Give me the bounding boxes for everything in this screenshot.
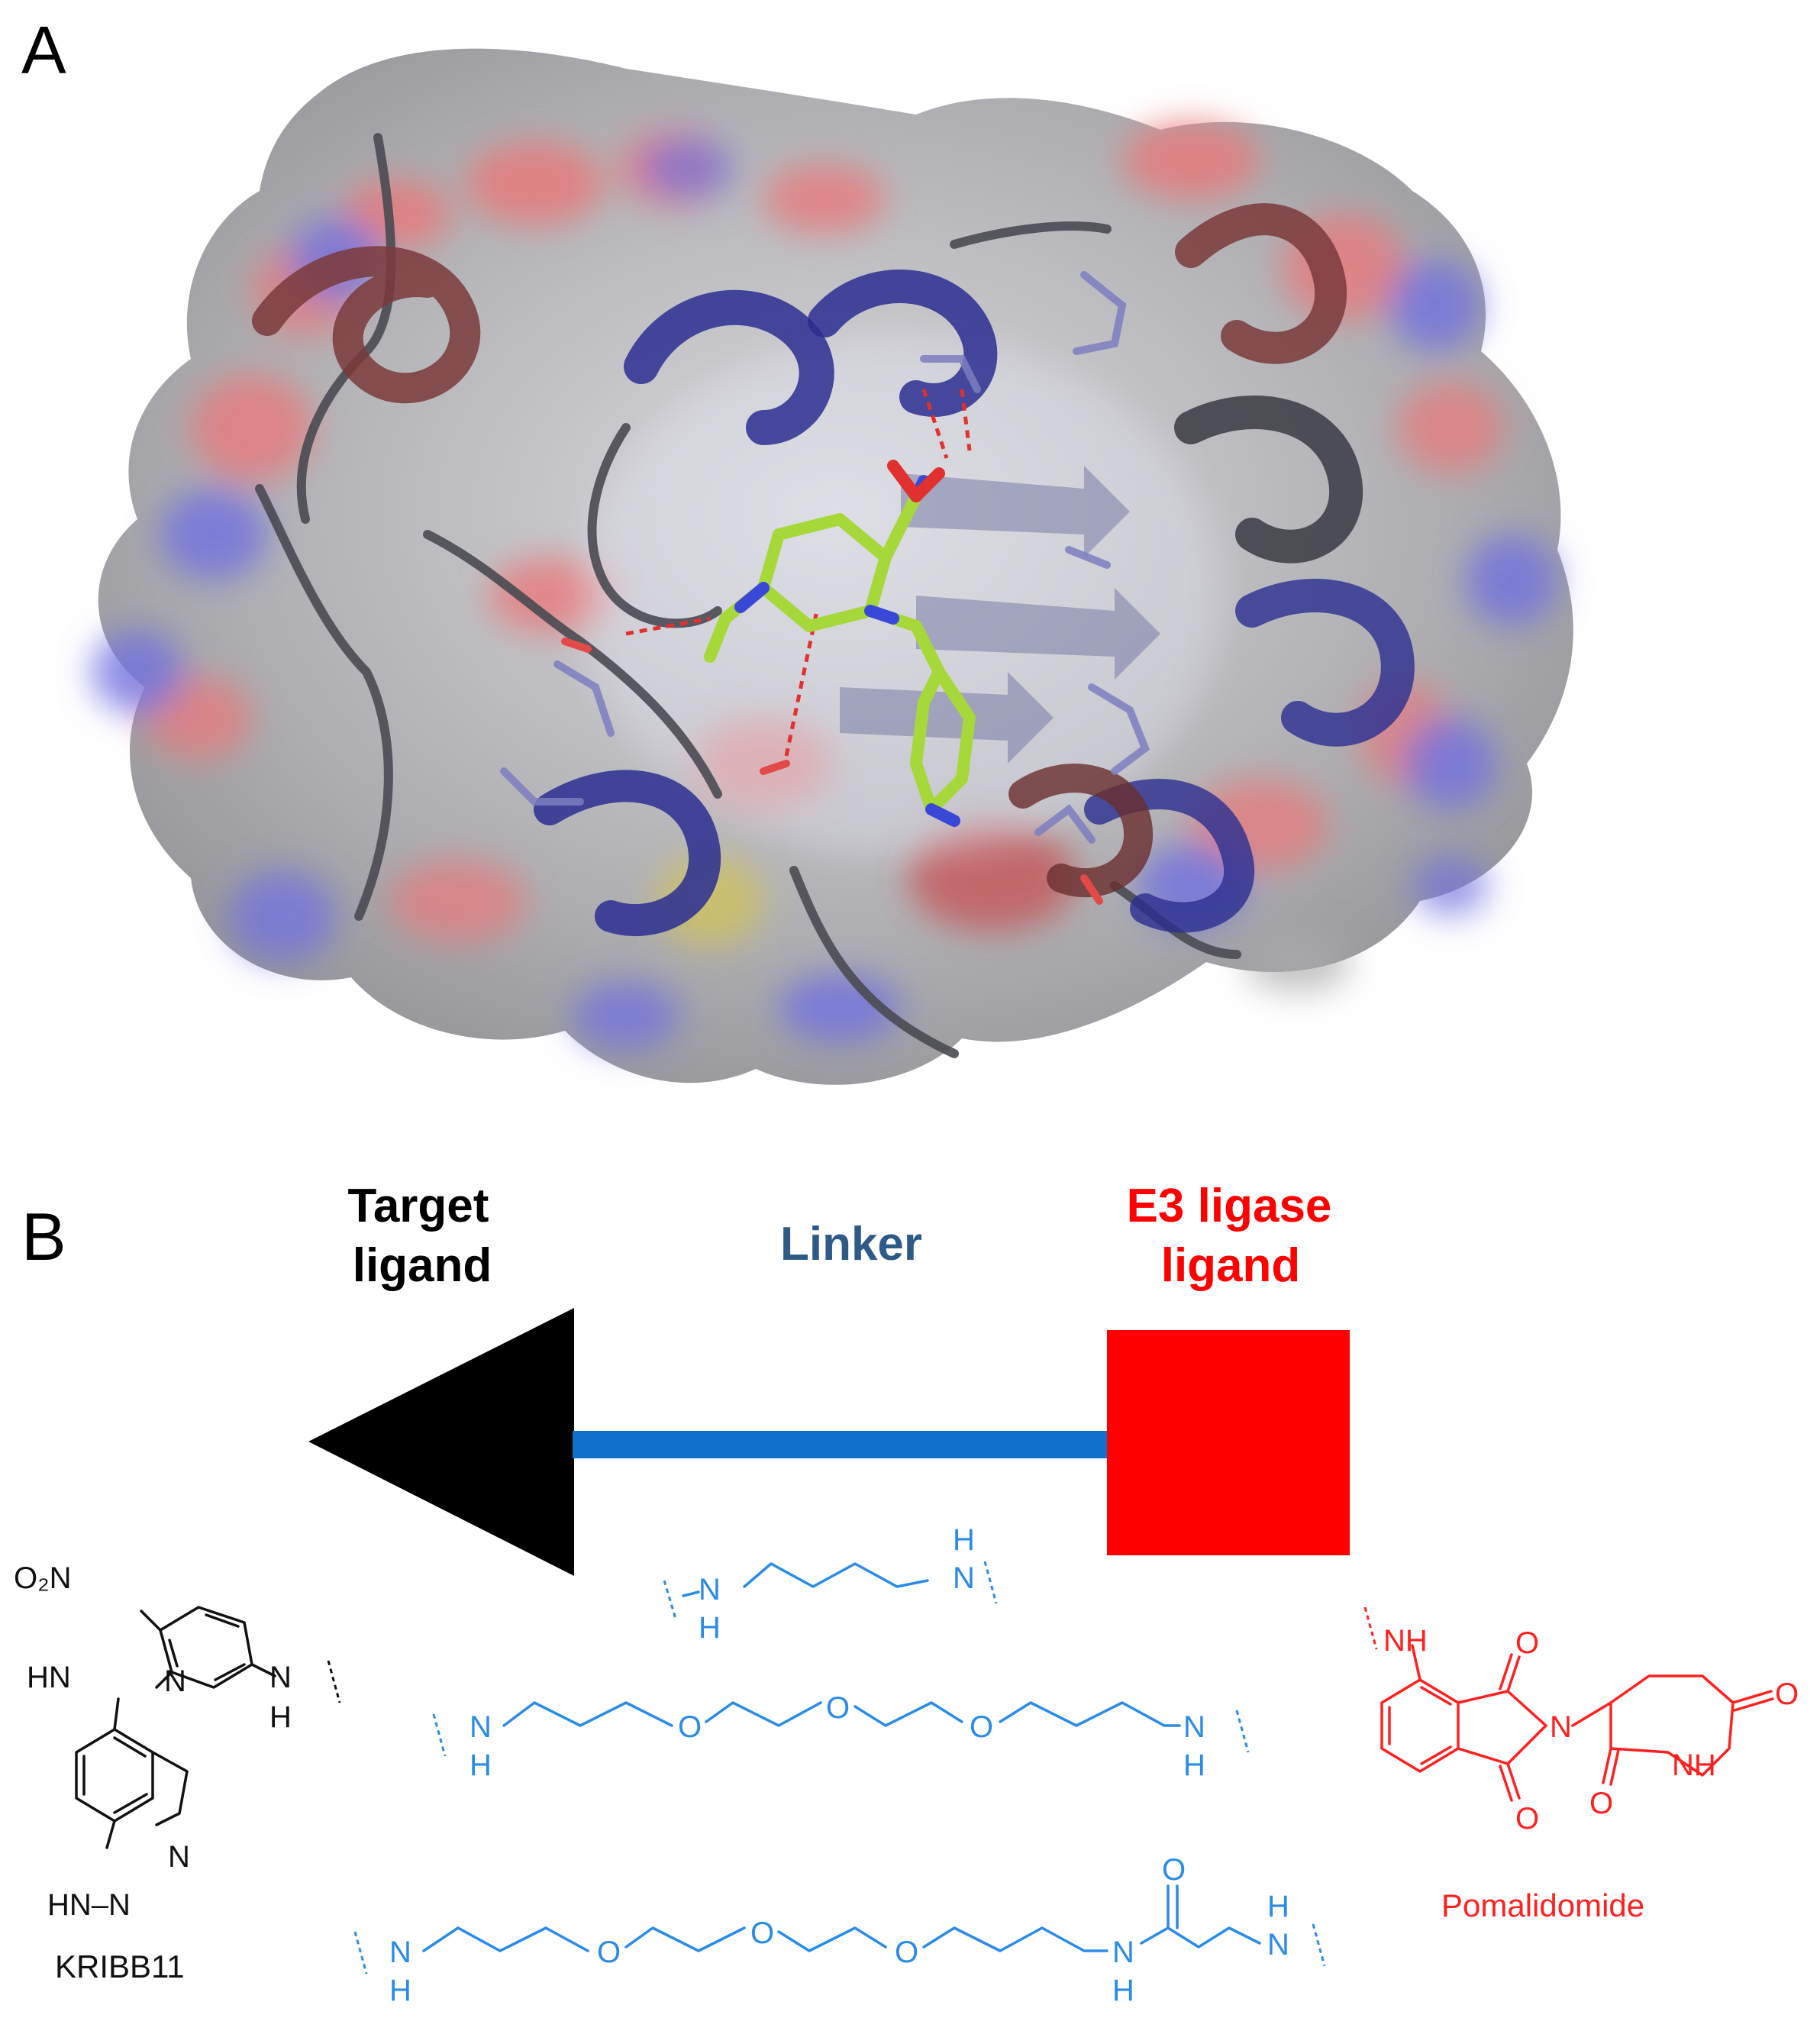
linker-2-o-2: O	[826, 1691, 850, 1725]
pomalidomide-o-right: O	[1775, 1677, 1799, 1711]
linker-structure-2: N H O O O N H	[432, 1691, 1250, 1782]
side-chain-oxygens	[561, 638, 1103, 905]
e3-ligand-title-line1: E3 ligase	[1127, 1180, 1332, 1232]
kribb11-hn: HN	[27, 1661, 71, 1694]
kribb11-amine-h: H	[269, 1700, 292, 1734]
linker-3-n-right: N	[1267, 1928, 1289, 1962]
linker-title: Linker	[780, 1218, 922, 1271]
side-chains	[500, 271, 1150, 844]
kribb11-ring-n: N	[164, 1665, 186, 1698]
linker-2-n-right: N	[1183, 1710, 1205, 1744]
pomalidomide-ring-o: O	[1589, 1787, 1613, 1820]
kribb11-amine-n: N	[269, 1661, 292, 1694]
binding-pocket	[580, 336, 1221, 855]
target-ligand-triangle	[308, 1308, 574, 1576]
linker-1-n-left: N	[699, 1573, 721, 1606]
linker-3-o-1: O	[597, 1936, 621, 1969]
linker-2-o-1: O	[678, 1710, 702, 1744]
kribb11-structure: O₂N HN N N H HN–N N KRIBB11	[14, 1561, 341, 1984]
linker-3-amide-h: H	[1112, 1974, 1134, 2007]
linker-2-n-left: N	[470, 1710, 492, 1744]
linker-structure-1: N H N H	[663, 1523, 998, 1645]
panel-b-label: B	[21, 1199, 66, 1274]
pomalidomide-structure: NH O N O O NH O Pomalidomide	[1363, 1606, 1799, 1923]
hydrogen-bonds	[625, 389, 972, 757]
linker-3-o-3: O	[895, 1936, 918, 1969]
beta-strands	[840, 466, 1160, 764]
ligand-oxygens	[887, 460, 945, 502]
linker-3-o-2: O	[750, 1916, 774, 1950]
kribb11-o2n: O₂N	[14, 1561, 72, 1595]
e3-ligand-title-line2: ligand	[1161, 1239, 1301, 1292]
target-ligand-title-line2: ligand	[353, 1239, 492, 1292]
pomalidomide-ring-nh: NH	[1672, 1748, 1716, 1782]
linker-2-o-3: O	[970, 1710, 993, 1744]
kribb11-pyrazole-n: N	[168, 1840, 190, 1874]
pomalidomide-nh: NH	[1383, 1624, 1428, 1658]
protein-structure	[92, 48, 1573, 1085]
linker-3-carbonyl-o: O	[1162, 1853, 1186, 1887]
target-ligand-title-line1: Target	[348, 1180, 489, 1232]
linker-2-h-right: H	[1183, 1748, 1205, 1782]
helices	[252, 203, 1415, 937]
linker-3-n-left: N	[389, 1936, 411, 1969]
kribb11-name: KRIBB11	[55, 1949, 185, 1984]
protac-scheme: Target ligand Linker E3 ligase ligand	[308, 1180, 1350, 1576]
linker-1-h-left: H	[699, 1611, 721, 1645]
pomalidomide-n: N	[1550, 1710, 1572, 1744]
linker-1-h-right: H	[953, 1523, 975, 1557]
linker-3-amide-n: N	[1112, 1936, 1134, 1969]
pomalidomide-name: Pomalidomide	[1441, 1887, 1644, 1923]
pomalidomide-o-top: O	[1515, 1626, 1539, 1660]
linker-bar	[573, 1431, 1112, 1458]
linker-3-h-right: H	[1267, 1890, 1289, 1923]
pomalidomide-o-bottom: O	[1515, 1802, 1539, 1836]
linker-3-h-left: H	[389, 1974, 411, 2007]
linker-1-n-right: N	[953, 1561, 975, 1595]
panel-a-label: A	[21, 12, 66, 88]
e3-ligand-square	[1107, 1330, 1350, 1555]
linker-structure-3: N H O O O N H O N H	[353, 1853, 1326, 2007]
linker-2-h-left: H	[470, 1748, 492, 1782]
kribb11-hn-n: HN–N	[47, 1888, 131, 1922]
